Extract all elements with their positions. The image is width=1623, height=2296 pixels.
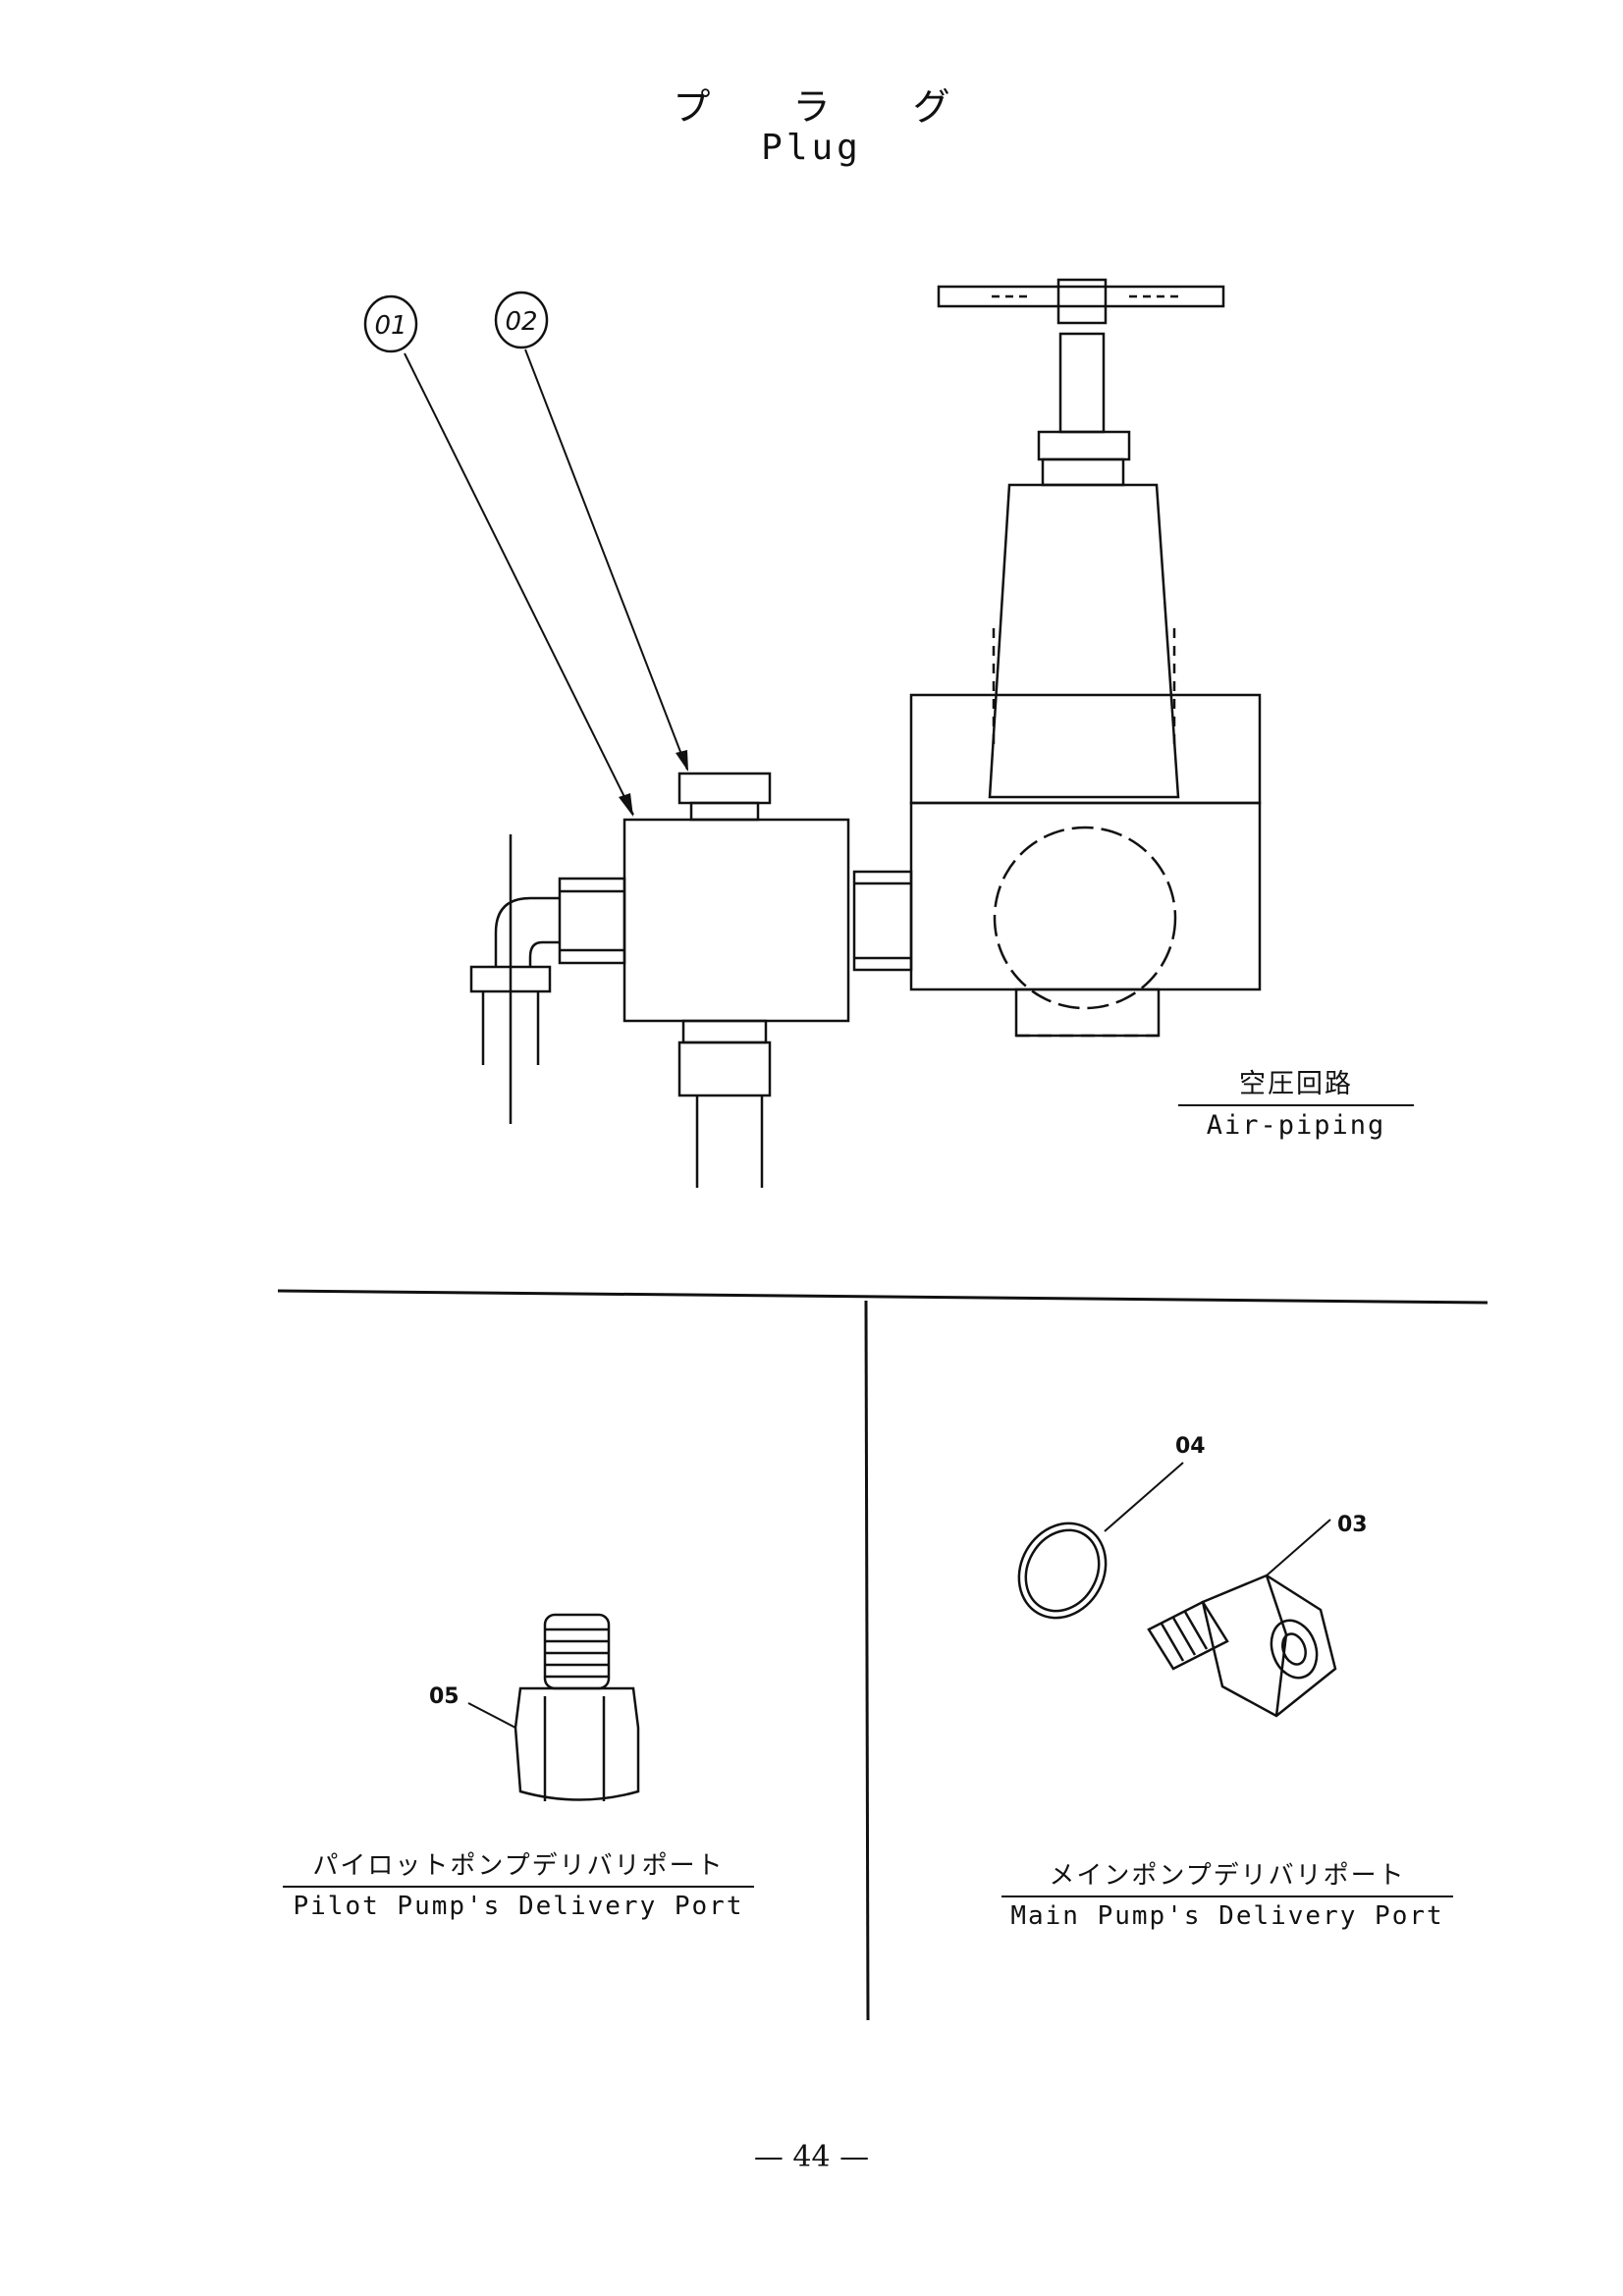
left-connector — [558, 877, 626, 965]
section-divider-vertical — [864, 1300, 870, 2021]
main-port-parts — [1017, 1462, 1337, 1718]
caption-pilot-port-jp: パイロットポンプデリバリポート — [283, 1845, 754, 1888]
regulator-body-upper — [909, 693, 1262, 805]
caption-air-piping-en: Air-piping — [1206, 1110, 1386, 1141]
page-title-jp: プ ラ グ — [673, 85, 986, 129]
callout-circle-02 — [494, 291, 549, 349]
adapter-03-thread — [1147, 1600, 1229, 1671]
caption-air-piping: 空圧回路 Air-piping — [1178, 1062, 1414, 1141]
air-piping-drawing — [363, 278, 1262, 1188]
regulator-gauge-circle — [993, 826, 1177, 1010]
right-connector — [852, 870, 913, 972]
callout-circle-01 — [363, 294, 418, 353]
regulator-body-lower — [909, 801, 1262, 991]
elbow-fitting — [494, 896, 560, 967]
part-label-03: 03 — [1337, 1513, 1368, 1537]
regulator-stem — [1058, 332, 1106, 434]
caption-main-port-en: Main Pump's Delivery Port — [1010, 1901, 1444, 1931]
callout-02-label: 02 — [505, 307, 537, 337]
part-label-05: 05 — [429, 1684, 460, 1709]
caption-main-port-jp: メインポンプデリバリポート — [1001, 1855, 1453, 1897]
plug-02-head — [677, 772, 772, 805]
regulator-handle-hub — [1056, 278, 1108, 325]
caption-pilot-port: パイロットポンプデリバリポート Pilot Pump's Delivery Po… — [283, 1845, 754, 1921]
regulator-nut — [1037, 430, 1131, 461]
page-title-en: Plug — [761, 128, 862, 168]
caption-pilot-port-en: Pilot Pump's Delivery Port — [293, 1892, 744, 1921]
caption-main-port: メインポンプデリバリポート Main Pump's Delivery Port — [1001, 1855, 1453, 1931]
caption-air-piping-jp: 空圧回路 — [1178, 1062, 1414, 1106]
plug-block-01 — [622, 818, 850, 1023]
callout-01-label: 01 — [374, 311, 406, 341]
regulator-drain — [1014, 988, 1161, 1038]
bottom-fitting — [681, 1019, 768, 1044]
part-label-04: 04 — [1175, 1434, 1206, 1459]
regulator-handle-bar — [937, 285, 1225, 308]
regulator-bonnet — [988, 483, 1180, 799]
pilot-port-adapter-05 — [467, 1613, 640, 1801]
o-ring-04 — [1017, 1522, 1108, 1620]
page-number: — 44 — — [753, 2140, 870, 2174]
section-divider-horizontal — [277, 1289, 1488, 1305]
